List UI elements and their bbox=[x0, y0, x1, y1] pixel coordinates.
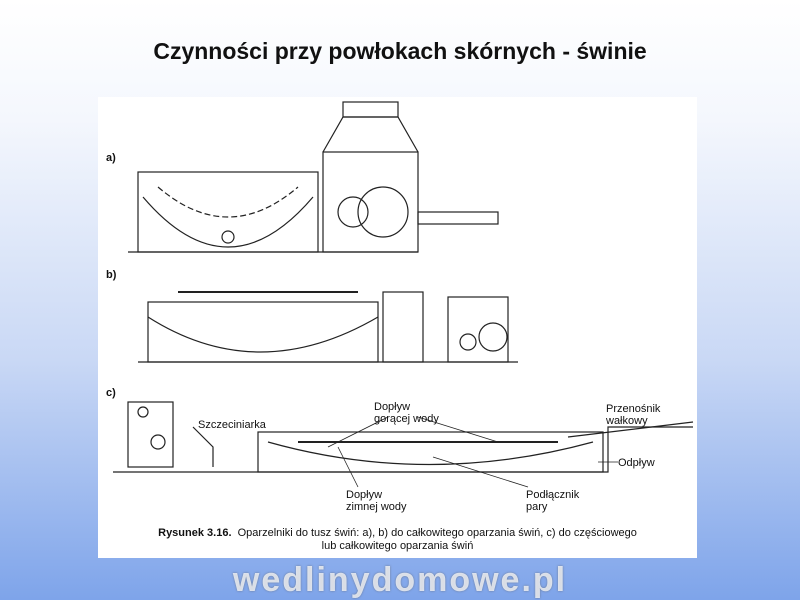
scalder-diagram-figure: a) b) c) Szczeciniarka Dopływ gorącej wo… bbox=[98, 97, 697, 558]
slide-title: Czynności przy powłokach skórnych - świn… bbox=[153, 38, 647, 64]
label-conveyor-2: wałkowy bbox=[606, 415, 648, 427]
part-label-b: b) bbox=[106, 269, 117, 281]
part-label-a: a) bbox=[106, 152, 116, 164]
label-hot-water-1: Dopływ bbox=[374, 401, 411, 413]
figure-caption: Rysunek 3.16. Oparzelniki do tusz świń: … bbox=[98, 527, 697, 553]
caption-line-2: lub całkowitego oparzania świń bbox=[321, 540, 474, 552]
label-steam-1: Podłącznik bbox=[526, 489, 580, 501]
label-cold-water-2: zimnej wody bbox=[346, 501, 407, 513]
label-szczeciniarka: Szczeciniarka bbox=[198, 419, 266, 431]
caption-number: Rysunek 3.16. bbox=[158, 527, 232, 539]
label-hot-water-2: gorącej wody bbox=[374, 413, 439, 425]
label-cold-water-1: Dopływ bbox=[346, 489, 383, 501]
caption-line-1: Oparzelniki do tusz świń: a), b) do całk… bbox=[237, 527, 637, 539]
technical-drawing bbox=[113, 101, 694, 488]
label-outflow: Odpływ bbox=[618, 457, 655, 469]
part-label-c: c) bbox=[106, 387, 116, 399]
label-steam-2: pary bbox=[526, 501, 548, 513]
label-conveyor-1: Przenośnik bbox=[606, 403, 661, 415]
watermark: wedlinydomowe.pl bbox=[232, 561, 568, 599]
